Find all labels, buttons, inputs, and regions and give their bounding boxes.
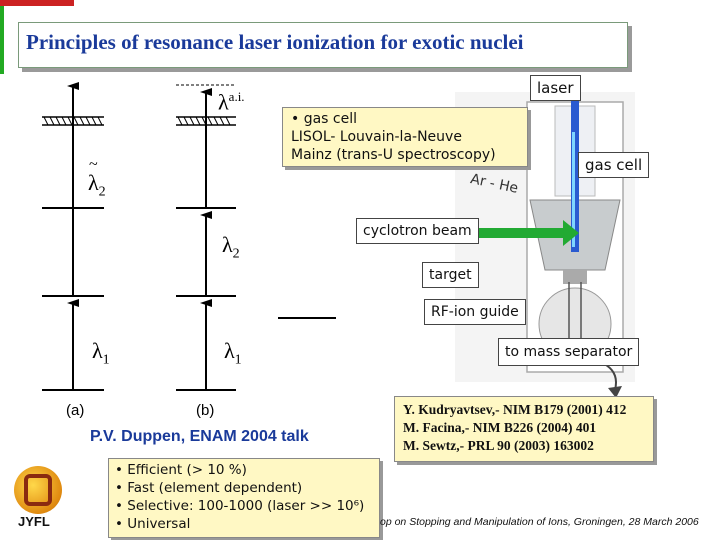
page-title: Principles of resonance laser ionization… xyxy=(26,30,524,54)
label-lambda2-a: ~λ2 xyxy=(88,156,106,200)
gas-cell-info-line1: • gas cell xyxy=(291,111,358,127)
feature-item: • Efficient (> 10 %) xyxy=(115,462,247,478)
reference-item: M. Sewtz,- PRL 90 (2003) 163002 xyxy=(403,438,594,453)
feature-item: • Fast (element dependent) xyxy=(115,480,303,496)
output-arrow xyxy=(599,361,622,398)
scheme-a xyxy=(42,82,104,391)
gas-cell-info-line3: Mainz (trans-U spectroscopy) xyxy=(291,147,496,163)
gas-cell-apparatus xyxy=(455,92,635,382)
jyfl-logo-mark xyxy=(24,474,52,506)
label-lambda1-b: λ1 xyxy=(224,338,242,368)
reference-item: M. Facina,- NIM B226 (2004) 401 xyxy=(403,420,597,435)
label-lambda-ai-b: λa.i. xyxy=(218,89,245,115)
reference-item: Y. Kudryavtsev,- NIM B179 (2001) 412 xyxy=(403,402,627,417)
to-mass-separator-label: to mass separator xyxy=(498,338,640,366)
label-lambda2-b: λ2 xyxy=(222,232,240,262)
gas-cell-info-box: • gas cell LISOL- Louvain-la-Neuve Mainz… xyxy=(282,107,528,167)
footer-text: op on Stopping and Manipulation of Ions,… xyxy=(380,516,699,528)
title-box xyxy=(18,22,628,68)
tag-a: (a) xyxy=(66,402,85,419)
cyclotron-beam-label: cyclotron beam xyxy=(356,218,479,244)
rf-ion-guide-label: RF-ion guide xyxy=(424,299,526,325)
feature-item: • Universal xyxy=(115,516,191,532)
top-accent-bar xyxy=(0,0,74,6)
credit-text: P.V. Duppen, ENAM 2004 talk xyxy=(90,428,309,445)
feature-item: • Selective: 100-1000 (laser >> 10⁶) xyxy=(115,498,365,514)
references-box: Y. Kudryavtsev,- NIM B179 (2001) 412 M. … xyxy=(394,396,654,462)
laser-label: laser xyxy=(530,75,581,101)
gas-cell-info-line2: LISOL- Louvain-la-Neuve xyxy=(291,129,462,145)
tag-b: (b) xyxy=(196,402,215,419)
target-label: target xyxy=(422,262,479,288)
jyfl-logo xyxy=(14,466,62,514)
left-accent-bar xyxy=(0,6,4,74)
logo-text: JYFL xyxy=(18,514,50,529)
gas-cell-label: gas cell xyxy=(578,152,650,178)
label-lambda1-a: λ1 xyxy=(92,338,110,368)
features-box: • Efficient (> 10 %) • Fast (element dep… xyxy=(108,458,380,538)
cyclotron-beam-arrow xyxy=(455,228,567,238)
scheme-b xyxy=(176,84,236,391)
